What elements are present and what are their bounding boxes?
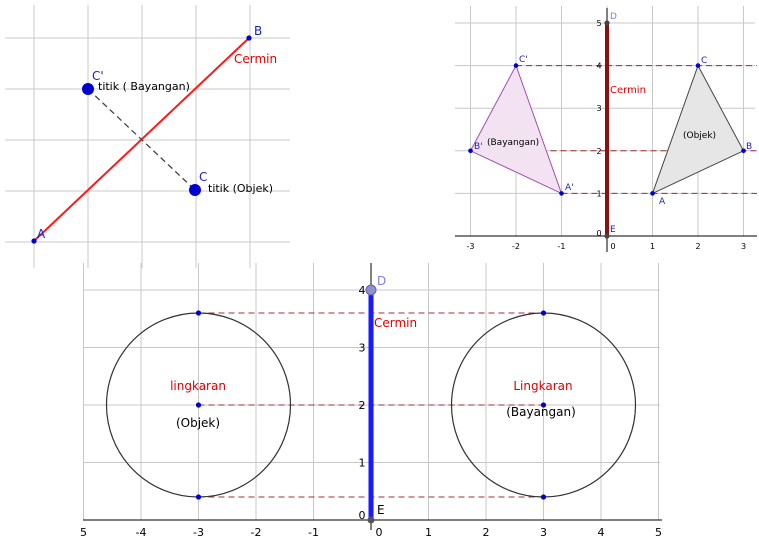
panel2-point-C: [695, 63, 701, 68]
panel1-label-c-prime: C': [92, 69, 104, 83]
panel3-point: [540, 310, 547, 316]
panel2-points: [468, 20, 746, 239]
panel3-x-tick-label: -4: [136, 526, 147, 539]
panel2-point-C': [513, 63, 519, 68]
panel2-tick-labels: -3 -2 -1 0 1 2 3 0 1 2 3 4 5: [467, 19, 747, 251]
panel2-label-b: B: [746, 142, 752, 152]
panel3-y-tick-label: 3: [359, 342, 366, 355]
panel3-x-tick-label: 0: [376, 526, 383, 539]
panel2-x-tick-label: 3: [741, 242, 746, 251]
panel1-point-a[interactable]: [31, 238, 37, 244]
panel2-label-a-prime: A': [565, 183, 574, 193]
panel2-y-tick-label: 0: [596, 229, 601, 238]
panel1-label-c: C: [199, 170, 207, 184]
panel3-point: [195, 310, 202, 316]
panel1-image-text: titik ( Bayangan): [98, 80, 190, 93]
panel1-dashed-segment: [87, 88, 196, 191]
panel3-tick-labels: 5 -4 -3 -2 -1 0 1 2 3 4 5 0 1 2 3 4: [80, 284, 662, 539]
panel3-x-tick-label: -3: [193, 526, 204, 539]
panel2-point-E: [604, 233, 610, 239]
panel3-label-d: D: [377, 274, 386, 288]
panel3-x-tick-label: 5: [80, 526, 87, 539]
panel1-mirror-label: Cermin: [234, 52, 277, 66]
panel3-y-tick-label: 2: [359, 399, 366, 412]
panel2-x-tick-label: -3: [467, 242, 475, 251]
panel1-point-b[interactable]: [246, 35, 252, 41]
panel3-y-tick-label: 1: [359, 457, 366, 470]
panel3-left-title: lingkaran: [170, 379, 226, 393]
panel3-x-tick-label: 5: [655, 526, 662, 539]
panel3-x-tick-label: 3: [540, 526, 547, 539]
panel3-point: [195, 402, 202, 408]
panel3-left-sub: (Objek): [176, 416, 220, 430]
panel1-point-c[interactable]: [189, 184, 201, 196]
panel2-label-a: A: [659, 197, 666, 207]
panel2-point-B: [741, 148, 746, 154]
panel2-image-triangle: [469, 64, 563, 195]
panel3-point: [540, 402, 547, 408]
panel1-object-text: titik (Objek): [208, 182, 273, 195]
panel2-label-e: E: [610, 225, 616, 235]
panel-circle-reflection: 5 -4 -3 -2 -1 0 1 2 3 4 5 0 1 2 3 4 Cermin D E lingkara…: [80, 263, 662, 539]
panel2-x-tick-label: 1: [650, 242, 655, 251]
panel2-x-tick-label: 0: [610, 242, 615, 251]
panel2-object-triangle: [651, 64, 745, 195]
panel3-x-tick-label: 2: [483, 526, 490, 539]
panel2-y-tick-label: 1: [596, 189, 601, 198]
panel3-point: [195, 494, 202, 500]
panel2-y-tick-label: 3: [596, 104, 601, 113]
panel3-point-e: [367, 516, 375, 524]
panel2-point-A: [650, 191, 655, 196]
panel1-label-b: B: [254, 24, 262, 38]
panel2-object-label: (Objek): [683, 131, 716, 141]
panel2-label-d: D: [610, 12, 617, 22]
panel1-point-c-prime[interactable]: [82, 83, 94, 95]
panel1-grid: [5, 5, 290, 268]
panel2-image-label: (Bayangan): [487, 138, 539, 148]
panel2-label-c-prime: C': [519, 55, 528, 65]
panel2-y-tick-label: 5: [596, 19, 601, 28]
panel2-y-tick-label: 2: [596, 147, 601, 156]
panel2-label-c: C: [701, 56, 707, 66]
panel3-right-sub: (Bayangan): [506, 405, 576, 419]
panel-triangle-reflection: -3 -2 -1 0 1 2 3 0 1 2 3 4 5 Cermin (Objek) (Bayanga…: [455, 6, 757, 252]
panel2-x-tick-label: -2: [512, 242, 520, 251]
panel2-point-D: [604, 20, 610, 26]
panel3-x-tick-label: 4: [598, 526, 605, 539]
panel2-mirror-label: Cermin: [610, 85, 646, 96]
panel3-x-tick-label: 1: [425, 526, 432, 539]
panel2-label-b-prime: B': [474, 142, 483, 152]
panel3-y-tick-label: 4: [359, 284, 366, 297]
panel2-point-A': [559, 191, 564, 196]
panel3-point: [540, 494, 547, 500]
panel3-right-title: Lingkaran: [513, 379, 572, 393]
panel-line-reflection: A B C C' Cermin titik ( Bayangan) titik …: [5, 5, 290, 268]
panel2-x-tick-label: 2: [695, 242, 700, 251]
panel1-label-a: A: [37, 227, 46, 241]
panel3-y-tick-label: 0: [359, 509, 366, 522]
panel3-point-d: [365, 284, 377, 296]
panel3-mirror-label: Cermin: [374, 316, 417, 330]
panel2-dashed-lines: [470, 65, 757, 194]
panel3-points: [195, 284, 547, 524]
panel3-label-e: E: [377, 503, 385, 517]
panel2-point-labels: A B C A' B' C' D E: [474, 12, 752, 235]
panel2-x-tick-label: -1: [558, 242, 566, 251]
panel3-x-tick-label: -1: [308, 526, 319, 539]
panel2-point-B': [468, 148, 473, 154]
panel2-y-tick-label: 4: [596, 62, 601, 71]
panel3-x-tick-label: -2: [251, 526, 262, 539]
